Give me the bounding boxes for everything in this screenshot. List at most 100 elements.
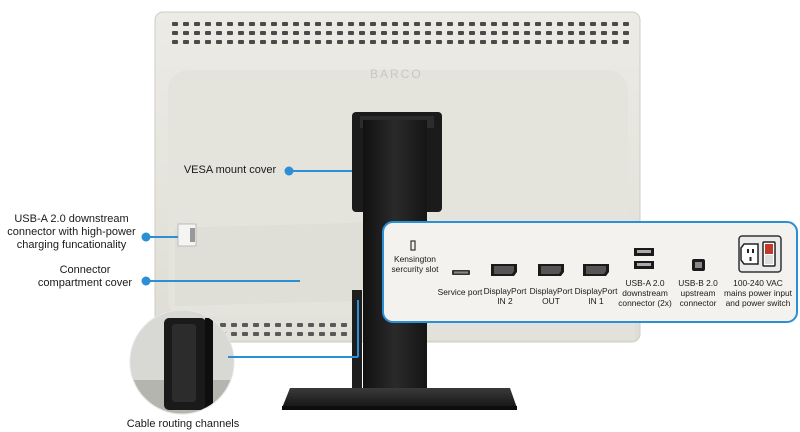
connector-compartment-shape <box>175 222 385 306</box>
vent-slot <box>183 31 189 35</box>
vent-slot <box>447 31 453 35</box>
vent-slot <box>425 31 431 35</box>
vent-slot <box>524 40 530 44</box>
vent-slot <box>524 22 530 26</box>
vent-slot <box>425 40 431 44</box>
vent-slot <box>172 40 178 44</box>
vent-slot <box>326 22 332 26</box>
vent-slot <box>326 40 332 44</box>
vent-slot <box>568 40 574 44</box>
vent-slot <box>601 40 607 44</box>
vent-slot <box>590 22 596 26</box>
vent-slot <box>436 31 442 35</box>
vent-slot <box>242 332 248 336</box>
cable-routing-callout-label: Cable routing channels <box>126 418 240 430</box>
vent-slot <box>297 332 303 336</box>
vent-slot <box>359 31 365 35</box>
vent-slot <box>403 31 409 35</box>
vent-slot <box>282 22 288 26</box>
vent-slot <box>425 22 431 26</box>
vent-slot <box>293 40 299 44</box>
vent-slot <box>502 22 508 26</box>
vent-slot <box>238 40 244 44</box>
vent-slot <box>275 332 281 336</box>
vent-slot <box>337 22 343 26</box>
vent-slot <box>381 40 387 44</box>
vent-slot <box>612 22 618 26</box>
power-input-label: 100-240 VAC mains power input and power … <box>724 278 792 308</box>
vent-slot <box>502 40 508 44</box>
vent-slot <box>414 31 420 35</box>
vent-slot <box>579 22 585 26</box>
vent-slot <box>205 40 211 44</box>
service-port-label: Service port <box>437 287 483 297</box>
vent-slot <box>458 40 464 44</box>
vent-slot <box>370 40 376 44</box>
vent-slot <box>557 22 563 26</box>
vent-slot <box>249 40 255 44</box>
vent-slot <box>172 31 178 35</box>
vent-slot <box>370 22 376 26</box>
vent-slot <box>315 22 321 26</box>
vent-slot <box>275 323 281 327</box>
vent-slot <box>458 22 464 26</box>
vent-slot <box>568 22 574 26</box>
vent-slot <box>271 31 277 35</box>
vent-slot <box>216 40 222 44</box>
vent-slot <box>623 40 629 44</box>
vent-slot <box>253 323 259 327</box>
vent-slot <box>579 31 585 35</box>
vent-slot <box>623 22 629 26</box>
vent-slot <box>227 40 233 44</box>
vent-slot <box>319 332 325 336</box>
vent-slot <box>231 323 237 327</box>
vent-slot <box>491 31 497 35</box>
vent-slot <box>502 31 508 35</box>
vent-slot <box>348 40 354 44</box>
vent-slot <box>568 31 574 35</box>
kensington-slot-label: Kensington sercurity slot <box>391 254 439 274</box>
vent-slot <box>264 332 270 336</box>
vent-slot <box>623 31 629 35</box>
vent-slot <box>469 31 475 35</box>
brand-logo: BARCO <box>370 67 423 81</box>
vent-slot <box>480 22 486 26</box>
vent-slot <box>315 40 321 44</box>
vent-slot <box>194 31 200 35</box>
vent-slot <box>612 31 618 35</box>
vent-slot <box>304 22 310 26</box>
vent-slot <box>260 31 266 35</box>
vent-slot <box>469 22 475 26</box>
vent-slot <box>249 31 255 35</box>
callout-lines <box>141 166 359 358</box>
displayport-in1-label: DisplayPort IN 1 <box>574 286 618 306</box>
top-vents <box>172 22 629 44</box>
vesa-callout-label: VESA mount cover <box>183 164 277 176</box>
vent-slot <box>183 22 189 26</box>
vent-slot <box>447 40 453 44</box>
vent-slot <box>194 22 200 26</box>
vent-slot <box>220 323 226 327</box>
vent-slot <box>546 40 552 44</box>
cable-routing-zoom <box>129 309 235 415</box>
vent-slot <box>194 40 200 44</box>
vent-slot <box>579 40 585 44</box>
vent-slot <box>491 40 497 44</box>
vent-slot <box>205 31 211 35</box>
vent-slot <box>480 31 486 35</box>
vent-slot <box>337 40 343 44</box>
vent-slot <box>183 40 189 44</box>
vent-slot <box>513 22 519 26</box>
vent-slot <box>370 31 376 35</box>
vent-slot <box>403 22 409 26</box>
vent-slot <box>480 40 486 44</box>
vent-slot <box>546 22 552 26</box>
vent-slot <box>557 31 563 35</box>
vent-slot <box>271 22 277 26</box>
vent-slot <box>491 22 497 26</box>
vent-slot <box>381 22 387 26</box>
vent-slot <box>238 31 244 35</box>
vent-slot <box>238 22 244 26</box>
